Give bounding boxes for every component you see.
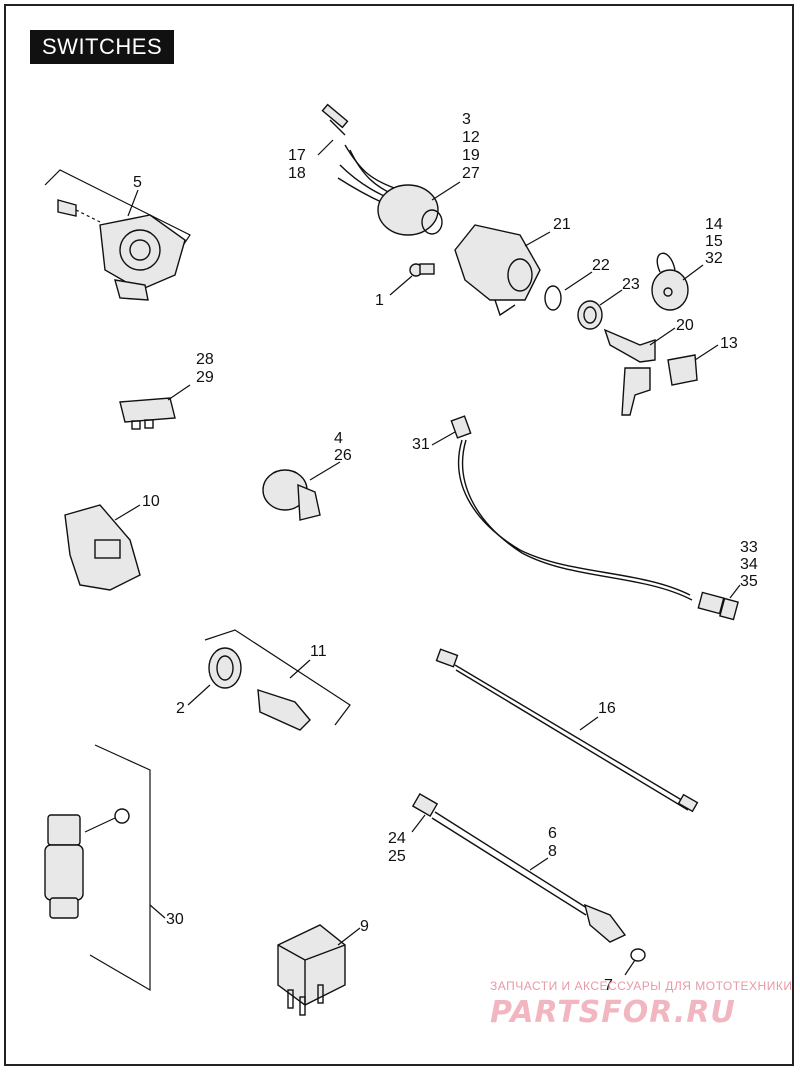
part-10-sensor[interactable] [64,504,141,591]
watermark-logo: PARTSFOR.RU [490,995,736,1030]
callout-6: 6 [548,825,557,842]
callout-35: 35 [740,573,758,590]
part-30-pressure-sender[interactable] [44,744,166,992]
callout-32: 32 [705,250,723,267]
callout-34: 34 [740,556,758,573]
callout-16: 16 [598,700,616,717]
callout-13: 13 [720,335,738,352]
part-9-relay[interactable] [277,924,361,1016]
part-28-fuse[interactable] [119,384,191,430]
part-6-temperature-sensor[interactable] [411,792,646,976]
callout-3: 3 [462,111,471,128]
callout-33: 33 [740,539,758,556]
part-20-keys[interactable] [603,327,676,416]
callout-21: 21 [553,216,571,233]
part-3-ignition-switch[interactable] [317,103,461,236]
diagram-frame [4,4,794,1066]
part-21-switch-housing[interactable] [454,224,551,317]
callout-8: 8 [548,843,557,860]
part-1-screw[interactable] [389,263,435,296]
callout-23: 23 [622,276,640,293]
callout-22: 22 [592,257,610,274]
callout-29: 29 [196,369,214,386]
part-22-washer[interactable] [544,271,593,311]
callout-7: 7 [604,977,613,994]
callout-9: 9 [360,918,369,935]
callout-28: 28 [196,351,214,368]
callout-14: 14 [705,216,723,233]
part-11-sensor-assembly[interactable] [187,629,351,731]
callout-20: 20 [676,317,694,334]
callout-17: 17 [288,147,306,164]
callout-5: 5 [133,174,142,191]
callout-19: 19 [462,147,480,164]
callout-27: 27 [462,165,480,182]
part-14-key-fob[interactable] [651,252,704,311]
callout-1: 1 [375,292,384,309]
part-31-lead-cable[interactable] [431,415,741,621]
part-5-sensor[interactable] [44,169,191,301]
part-23-nut[interactable] [577,289,623,330]
callout-31: 31 [412,436,430,453]
callout-10: 10 [142,493,160,510]
callout-11: 11 [310,643,327,660]
callout-2: 2 [176,700,185,717]
callout-4: 4 [334,430,343,447]
callout-12: 12 [462,129,480,146]
callout-26: 26 [334,447,352,464]
callout-18: 18 [288,165,306,182]
part-13-key-tag[interactable] [667,344,719,386]
part-4-pressure-switch[interactable] [262,461,341,521]
part-16-wire[interactable] [435,648,699,813]
callout-15: 15 [705,233,723,250]
callout-24: 24 [388,830,406,847]
callout-30: 30 [166,911,184,928]
page-title: SWITCHES [30,30,175,64]
callout-25: 25 [388,848,406,865]
watermark-tagline: ЗАПЧАСТИ И АКСЕССУАРЫ ДЛЯ МОТОТЕХНИКИ [490,979,792,993]
